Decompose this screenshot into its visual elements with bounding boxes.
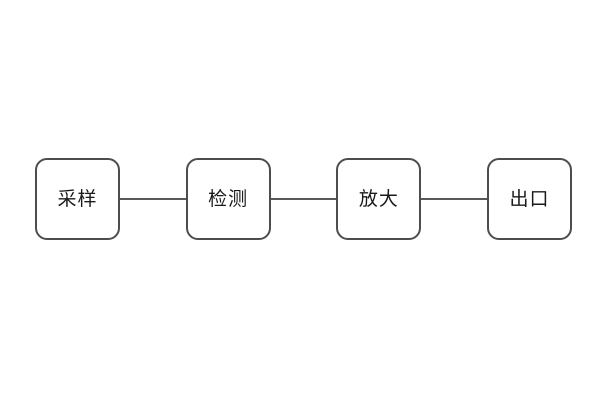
flow-node-sampling-label: 采样 — [57, 188, 98, 210]
connector-line-2 — [270, 198, 337, 200]
flow-node-outlet-label: 出口 — [509, 188, 550, 210]
flow-node-detection-label: 检测 — [208, 188, 249, 210]
flow-node-sampling: 采样 — [35, 158, 120, 240]
flow-node-detection: 检测 — [185, 158, 271, 240]
connector-line-3 — [421, 198, 488, 200]
flow-row: 采样 检测 放大 出口 — [35, 158, 573, 240]
flow-node-outlet: 出口 — [487, 158, 573, 240]
flow-node-amplification: 放大 — [336, 158, 422, 240]
connector-line-1 — [120, 198, 186, 200]
flow-node-amplification-label: 放大 — [358, 188, 399, 210]
